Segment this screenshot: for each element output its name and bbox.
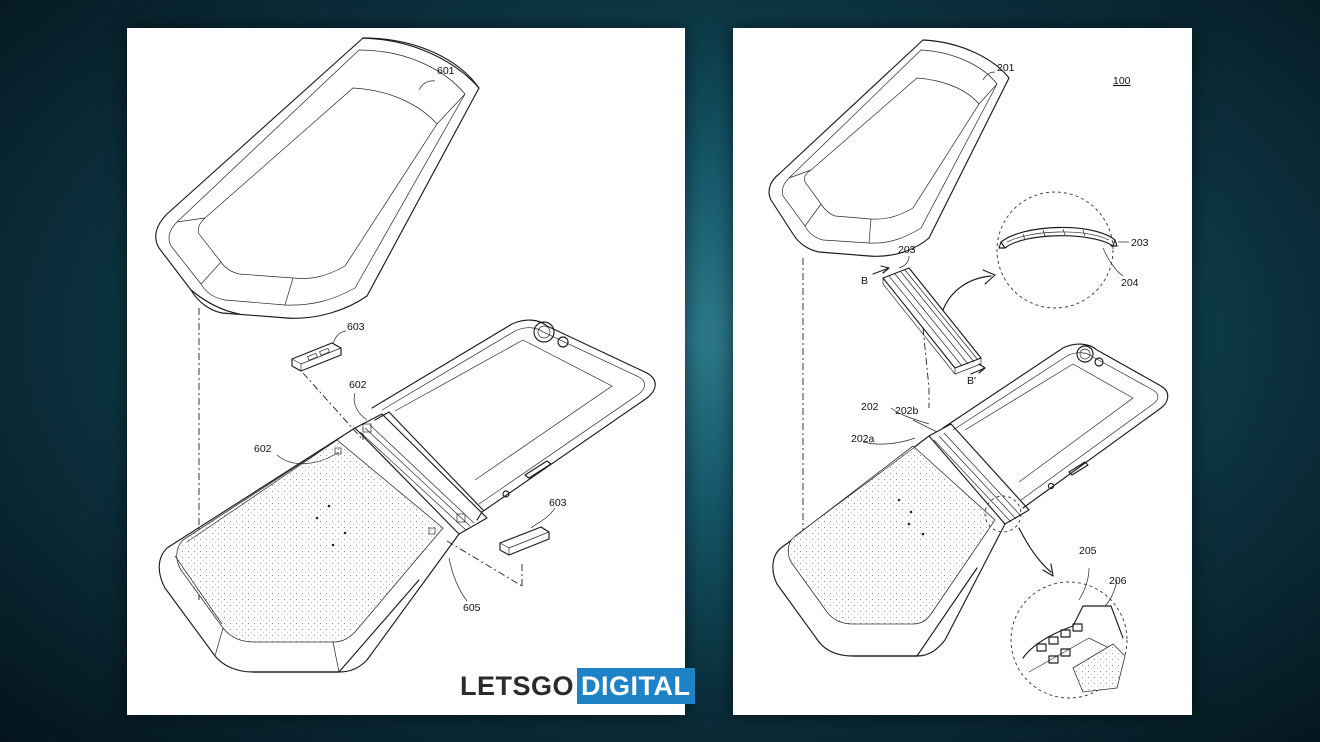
label-202: 202	[861, 401, 879, 413]
label-205: 205	[1079, 545, 1097, 557]
hinge-bracket-top	[291, 342, 342, 372]
label-section-b-prime: B'	[967, 375, 976, 387]
cover-panel	[768, 39, 1010, 257]
label-601: 601	[437, 65, 455, 77]
label-603-top: 603	[347, 321, 365, 333]
logo-text-digital: DIGITAL	[577, 668, 695, 704]
letsgodigital-logo: LETSGO DIGITAL	[460, 668, 695, 704]
drawing-100-exploded: 201 100 203 203 204 B B' 202 202b 202a 2…	[768, 39, 1169, 699]
section-detail-circle	[996, 191, 1129, 309]
label-602-right: 602	[349, 379, 367, 391]
device-body	[772, 343, 1169, 657]
label-201: 201	[997, 62, 1015, 74]
label-605: 605	[463, 602, 481, 614]
flex-strip	[872, 265, 986, 375]
patent-drawing-left: 601 603 602 602 603 605 LETSGO DIGITAL	[127, 28, 695, 715]
label-section-b: B	[861, 275, 868, 287]
label-203-strip: 203	[898, 244, 916, 256]
label-202a: 202a	[851, 433, 875, 445]
patent-drawing-right: 201 100 203 203 204 B B' 202 202b 202a 2…	[733, 28, 1192, 715]
label-100: 100	[1113, 75, 1131, 87]
label-206: 206	[1109, 575, 1127, 587]
logo-text-letsgo: LETSGO	[460, 670, 575, 701]
drawing-601-exploded: 601 603 602 602 603 605	[155, 37, 656, 673]
label-603-bottom: 603	[549, 497, 567, 509]
label-202b: 202b	[895, 405, 919, 417]
label-203-section: 203	[1131, 237, 1149, 249]
hinge-bracket-bottom	[499, 526, 550, 556]
label-602-left: 602	[254, 443, 272, 455]
cover-panel	[155, 37, 480, 319]
label-204: 204	[1121, 277, 1139, 289]
device-body	[158, 319, 656, 673]
contact-detail-circle	[1010, 567, 1128, 699]
